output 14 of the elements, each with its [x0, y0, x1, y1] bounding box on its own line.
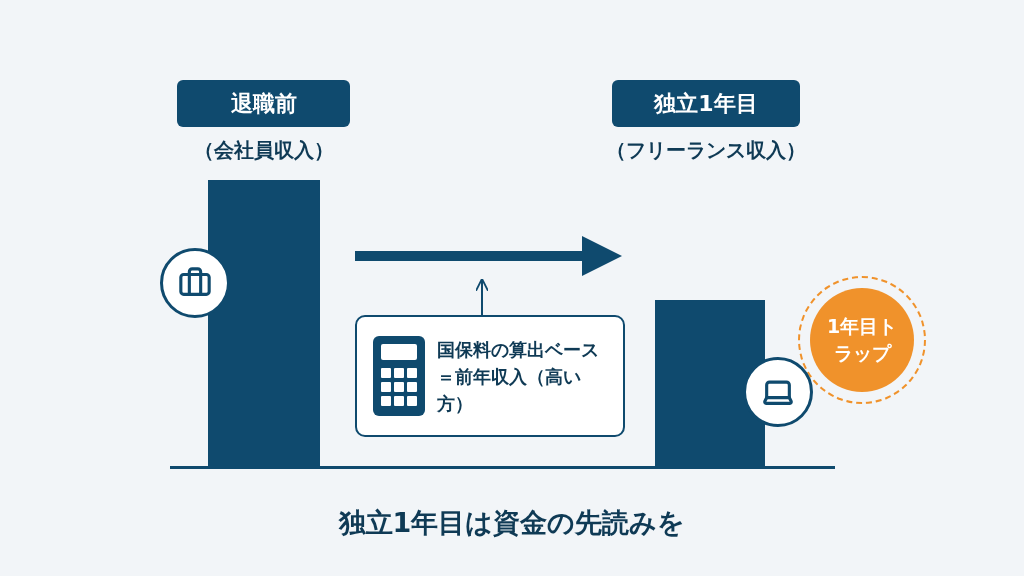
- callout-box: [355, 315, 625, 437]
- subtitle-text: （フリーランス収入）: [606, 137, 806, 164]
- arrow: [355, 236, 622, 276]
- callout-text: 国保料の算出ベース＝前年収入（高い方）: [437, 337, 600, 416]
- income-bar: [208, 180, 320, 467]
- trap-label: 1年目トラップ: [825, 314, 899, 366]
- heading-label: [612, 80, 800, 127]
- caption: 独立1年目は資金の先読みを: [338, 506, 686, 540]
- heading-text: 退職前: [230, 90, 297, 118]
- subtitle-text: （会社員収入）: [193, 137, 334, 164]
- heading-text: 独立1年目: [654, 90, 758, 118]
- income-bar: [655, 300, 765, 467]
- arrow: [475, 277, 489, 316]
- heading-label: [177, 80, 350, 127]
